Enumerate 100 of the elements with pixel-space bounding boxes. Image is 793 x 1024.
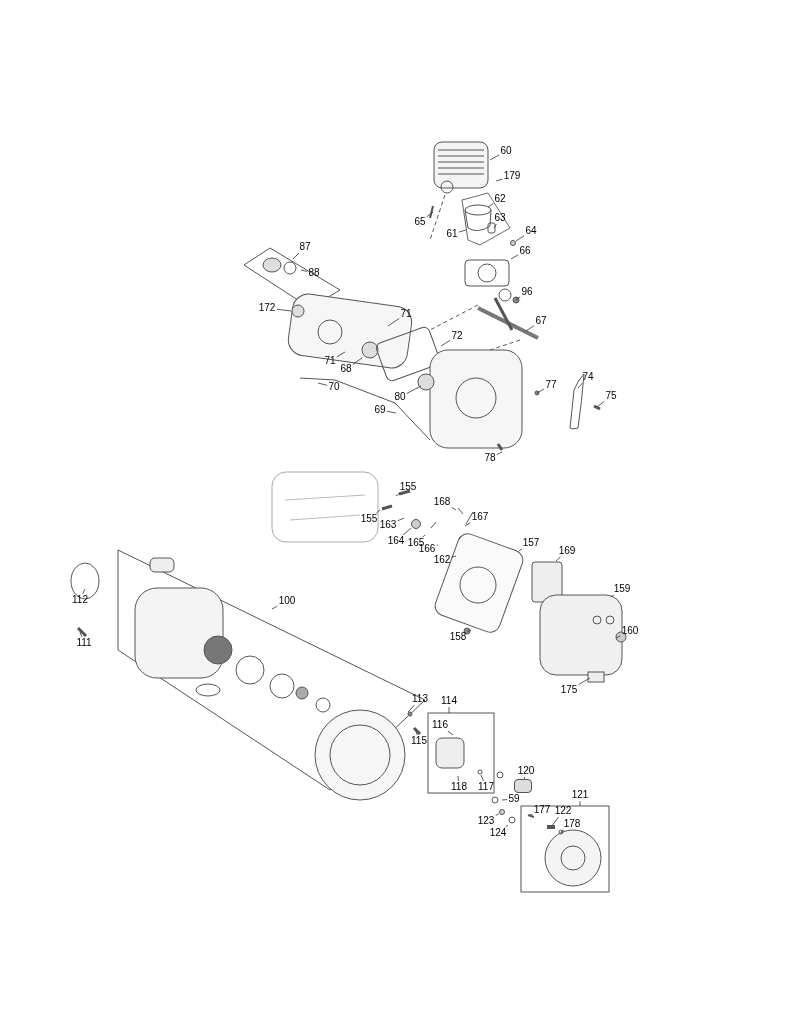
leader-line (375, 509, 381, 514)
callout-number: 118 (451, 781, 467, 793)
leader-line (407, 704, 415, 713)
callout-number: 59 (508, 793, 520, 805)
leader-line (317, 382, 328, 386)
leader-line (436, 544, 439, 546)
leader-line (467, 629, 472, 633)
callout-number: 115 (411, 735, 427, 747)
callout-number: 113 (412, 693, 428, 705)
leader-line (515, 296, 521, 301)
callout-number: 80 (394, 391, 406, 403)
leader-line (536, 388, 545, 394)
callout-number: 111 (76, 637, 92, 649)
callout-number: 179 (503, 170, 521, 182)
pawl-part (547, 825, 555, 829)
leader-line (496, 451, 503, 455)
callout-number: 114 (441, 695, 457, 707)
leader-line (493, 223, 497, 229)
callout-number: 88 (308, 267, 320, 279)
leader-line (552, 816, 559, 826)
callout-number: 69 (374, 404, 386, 416)
leader-line (422, 534, 426, 538)
leader-line (495, 813, 500, 816)
callout-number: 172 (258, 302, 276, 314)
callout-number: 124 (489, 827, 507, 839)
gear-part (411, 519, 421, 529)
leader-line (495, 178, 503, 182)
callout-number: 100 (278, 595, 296, 607)
leader-line (276, 308, 292, 312)
callout-number: 163 (379, 519, 397, 531)
callout-number: 64 (525, 225, 537, 237)
cap-part (514, 779, 532, 793)
callout-number: 67 (535, 315, 547, 327)
callout-number: 62 (494, 193, 506, 205)
leader-line (406, 385, 422, 394)
leader-line (510, 254, 519, 260)
leader-line (610, 594, 615, 598)
callout-number: 63 (494, 212, 506, 224)
callout-number: 155 (360, 513, 378, 525)
callout-number: 71 (324, 355, 336, 367)
leader-line (515, 235, 525, 242)
callout-number: 71 (400, 308, 412, 320)
callout-number: 96 (521, 286, 533, 298)
callout-number: 72 (451, 330, 463, 342)
leader-line (426, 211, 434, 218)
leader-line (451, 507, 457, 511)
leader-line (300, 269, 308, 272)
leader-line (447, 730, 454, 736)
callout-number: 68 (340, 363, 352, 375)
callout-number: 159 (613, 583, 631, 595)
leader-line (352, 357, 363, 365)
nut-part (499, 809, 505, 815)
callout-number: 121 (571, 789, 589, 801)
callout-number: 70 (328, 381, 340, 393)
leader-line (457, 775, 459, 782)
callout-number: 177 (533, 804, 551, 816)
leader-line (489, 154, 500, 161)
callout-number: 74 (582, 371, 594, 383)
leader-line (79, 631, 83, 638)
leader-line (415, 730, 418, 736)
leader-line (579, 800, 581, 807)
callout-number: 155 (399, 481, 417, 493)
callout-number: 112 (72, 594, 88, 606)
callout-number: 75 (605, 390, 617, 402)
callout-number: 120 (517, 765, 535, 777)
leader-line (524, 776, 526, 780)
callout-number: 116 (432, 719, 448, 731)
callout-number: 66 (519, 245, 531, 257)
leader-line (451, 555, 457, 558)
leader-line (458, 229, 467, 233)
callout-number: 160 (621, 625, 639, 637)
callout-number: 77 (545, 379, 557, 391)
leader-line (525, 325, 535, 332)
leader-line (402, 527, 412, 536)
callout-number: 60 (500, 145, 512, 157)
leader-line (578, 677, 591, 685)
leader-line (615, 635, 621, 639)
leader-line (336, 351, 346, 358)
leader-line (529, 813, 533, 816)
leader-line (577, 382, 583, 389)
callout-number: 65 (414, 216, 426, 228)
callout-number: 117 (478, 781, 494, 793)
leader-line (505, 824, 509, 828)
callout-number: 78 (484, 452, 496, 464)
leader-line (292, 252, 300, 260)
callout-number: 167 (471, 511, 489, 523)
leader-line (464, 522, 471, 527)
leader-line (560, 829, 565, 833)
leader-line (386, 410, 397, 414)
leader-line (397, 517, 405, 522)
leader-line (271, 605, 278, 610)
callout-number: 61 (446, 228, 458, 240)
leader-line (518, 548, 523, 552)
leader-line (448, 706, 450, 714)
callout-number: 123 (477, 815, 495, 827)
leader-line (555, 556, 561, 562)
leader-line (487, 203, 494, 208)
callout-number: 168 (433, 496, 451, 508)
callout-number: 178 (563, 818, 581, 830)
callout-number: 157 (522, 537, 540, 549)
